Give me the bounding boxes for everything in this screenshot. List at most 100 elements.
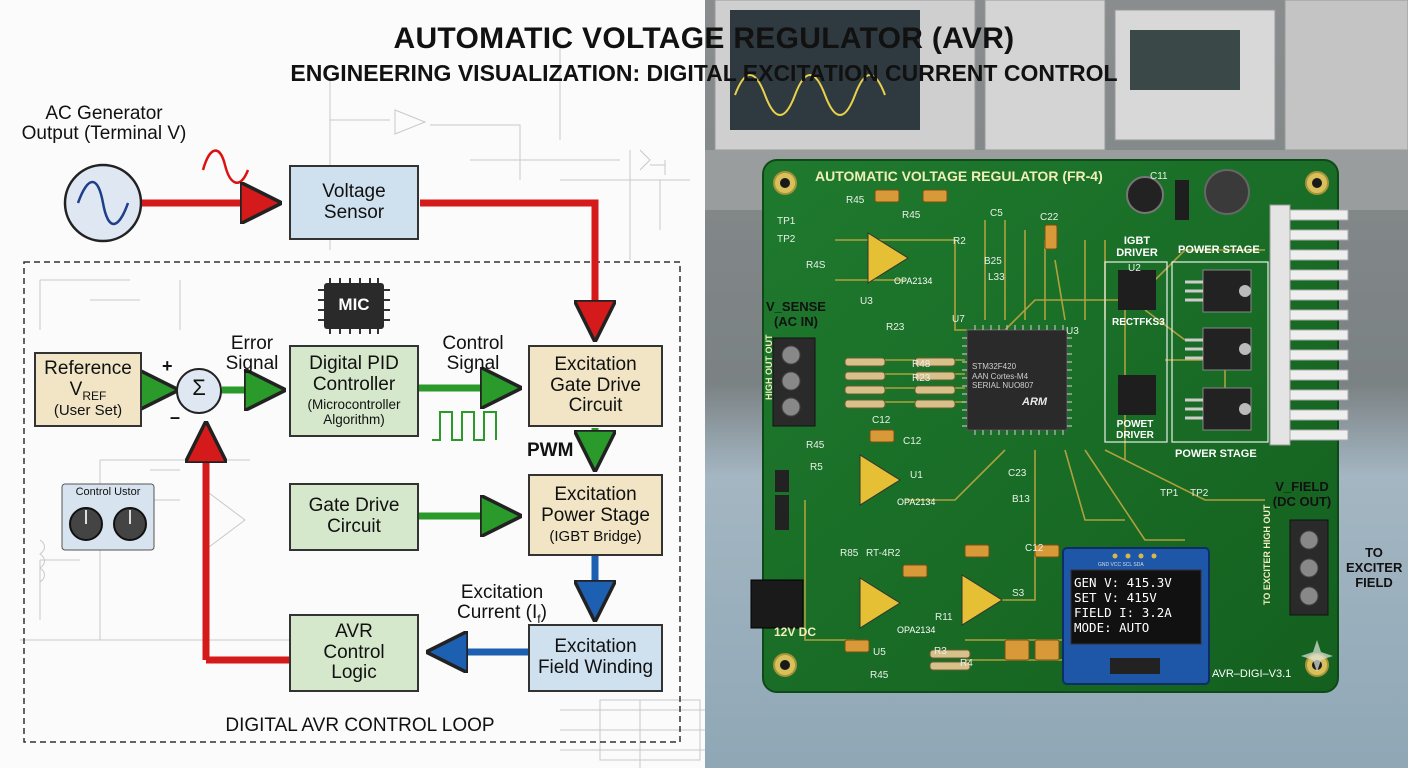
- silk-r48: R48: [912, 359, 931, 370]
- silk-c12b: C12: [903, 436, 922, 447]
- silk-u7: U7: [952, 314, 965, 325]
- to-exciter-label: TO EXCITER FIELD: [1346, 545, 1403, 590]
- silk-r2: R2: [953, 236, 966, 247]
- silk-u2: U2: [1128, 263, 1141, 274]
- power-stage-block: Excitation Power Stage (IGBT Bridge): [528, 474, 663, 556]
- control-loop-label: DIGITAL AVR CONTROL LOOP: [225, 715, 495, 736]
- v-sense-label: V_SENSE (AC IN): [766, 299, 826, 329]
- silk-r3: R3: [934, 646, 947, 657]
- silk-u3b: U3: [860, 296, 873, 307]
- silk-r4s: R4S: [806, 260, 826, 271]
- silk-r5: R5: [810, 462, 823, 473]
- silk-r23b: R23: [886, 322, 905, 333]
- power-stage-top-label: POWER STAGE: [1178, 244, 1260, 256]
- silk-r45d: R45: [870, 670, 889, 681]
- mcu-line-1: STM32F420: [972, 362, 1017, 371]
- heatsink: [1269, 204, 1349, 446]
- silk-c11: C11: [1150, 171, 1168, 182]
- avr-logic-label: AVR Control Logic: [323, 620, 385, 684]
- gate-drive-block: Gate Drive Circuit: [289, 483, 419, 551]
- control-signal-label: Control Signal: [442, 333, 504, 374]
- silk-tp2b: TP2: [1190, 488, 1209, 499]
- arrow-sensor-to-gate: [420, 199, 595, 328]
- excitation-current-label: Excitation Current (If): [452, 583, 552, 625]
- display-mode: MODE: AUTO: [1074, 620, 1150, 635]
- opamp-label-3: OPA2134: [897, 625, 936, 635]
- excitation-gate-drive-block: Excitation Gate Drive Circuit: [528, 345, 663, 427]
- excitation-gate-drive-label: Excitation Gate Drive Circuit: [550, 353, 641, 417]
- reference-label: Reference: [44, 358, 132, 380]
- silk-u3: U3: [1066, 326, 1079, 337]
- power-stage-note: (IGBT Bridge): [549, 527, 642, 545]
- silk-b25: B25: [984, 256, 1002, 267]
- mcu-chip: [966, 329, 1068, 431]
- dc-jack: [750, 579, 804, 629]
- opamp-label-2: OPA2134: [897, 497, 936, 507]
- mcu-line-2: AAN Cortes-M4: [972, 371, 1029, 381]
- field-winding-block: Excitation Field Winding: [528, 624, 663, 692]
- silk-r45c: R45: [806, 440, 825, 451]
- sine-wave-icon: [201, 149, 250, 184]
- pwm-waveform-icon: [432, 411, 497, 441]
- silk-c5: C5: [990, 208, 1003, 219]
- silk-r85: R85: [840, 548, 859, 559]
- summing-junction: [176, 368, 222, 414]
- minus-sign: –: [170, 407, 181, 427]
- silk-r4: R4: [960, 658, 973, 669]
- mcu-line-3: SERIAL NUO807: [972, 381, 1034, 391]
- error-signal-label: Error Signal: [225, 333, 279, 374]
- avr-logic-block: AVR Control Logic: [289, 614, 419, 692]
- plus-sign: +: [162, 356, 173, 376]
- silk-u1: U1: [910, 470, 923, 481]
- reference-v: V: [69, 379, 83, 401]
- board-version-label: AVR–DIGI–V3.1: [1212, 668, 1292, 680]
- silk-c22: C22: [1040, 212, 1059, 223]
- silk-r45a: R45: [846, 195, 865, 206]
- pid-label: Digital PID Controller: [309, 353, 399, 396]
- silk-tp1: TP1: [777, 216, 796, 227]
- page-title: AUTOMATIC VOLTAGE REGULATOR (AVR): [393, 22, 1015, 55]
- excitation-current-end: ): [540, 601, 547, 623]
- mcu-brand: ARM: [1022, 396, 1048, 408]
- silk-tp2: TP2: [777, 234, 796, 245]
- pid-controller-block: Digital PID Controller (Microcontroller …: [289, 345, 419, 437]
- microcontroller-chip-icon: [318, 278, 390, 334]
- mic-chip-label: MIC: [338, 295, 370, 314]
- pcb-board-title: AUTOMATIC VOLTAGE REGULATOR (FR-4): [815, 168, 1103, 184]
- display-set-voltage: SET V: 415V: [1074, 590, 1157, 605]
- silk-b13: B13: [1012, 494, 1030, 505]
- oled-pins-label: GND VCC SCL SDA: [1098, 562, 1144, 568]
- gate-drive-label: Gate Drive Circuit: [308, 495, 400, 537]
- opamp-label-1: OPA2134: [894, 276, 933, 286]
- excitation-current-text: Excitation Current (I: [457, 582, 544, 623]
- pcb-photo: [705, 0, 1408, 768]
- reference-block: Reference VREF (User Set): [34, 352, 142, 427]
- display-field-current: FIELD I: 3.2A: [1074, 605, 1172, 620]
- rectifier-label: RECTFKS3: [1112, 317, 1165, 328]
- excitation-current-sub: f: [537, 611, 541, 626]
- voltage-sensor-label: Voltage Sensor: [322, 180, 386, 223]
- silk-u5: U5: [873, 647, 886, 658]
- voltage-sensor-block: Voltage Sensor: [289, 165, 419, 240]
- silk-c12c: C12: [1025, 543, 1044, 554]
- silk-r45b: R45: [902, 210, 921, 221]
- power-driver-label: POWET DRIVER: [1116, 419, 1154, 441]
- generator-label: AC Generator Output (Terminal V): [21, 103, 187, 144]
- silk-rt: RT-4R2: [866, 548, 901, 559]
- display-gen-voltage: GEN V: 415.3V: [1074, 575, 1172, 590]
- igbt-driver-label: IGBT DRIVER: [1116, 235, 1158, 260]
- reference-sub: REF: [82, 389, 107, 403]
- oled-display: GEN V: 415.3V SET V: 415V FIELD I: 3.2A …: [1074, 575, 1202, 635]
- sigma-symbol: Σ: [192, 375, 206, 400]
- silk-c23: C23: [1008, 468, 1027, 479]
- control-panel-label: Control Ustor: [75, 486, 141, 498]
- silk-s3: S3: [1012, 588, 1025, 599]
- v-sense-vertical-label: HIGH OUT OUT: [764, 334, 774, 401]
- power-stage-bottom-label: POWER STAGE: [1175, 448, 1257, 460]
- dc-jack-label: 12V DC: [774, 625, 817, 639]
- page-subtitle: ENGINEERING VISUALIZATION: DIGITAL EXCIT…: [290, 60, 1118, 86]
- exciter-vertical-label: TO EXCITER HIGH OUT: [1262, 504, 1272, 605]
- pid-note: (Microcontroller Algorithm): [307, 397, 401, 427]
- silk-r23a: R23: [912, 373, 931, 384]
